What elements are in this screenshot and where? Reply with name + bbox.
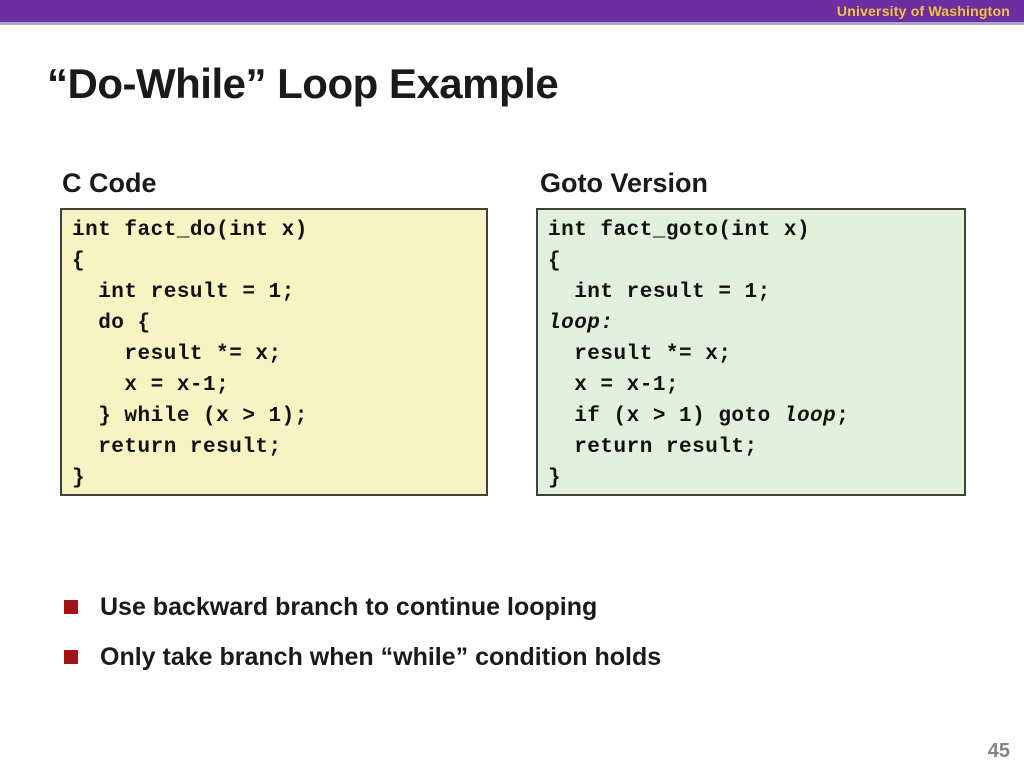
page-title: “Do-While” Loop Example	[47, 60, 559, 107]
bullet-square-icon	[64, 600, 78, 614]
bullet-item: Use backward branch to continue looping	[64, 591, 964, 625]
bullet-square-icon	[64, 650, 78, 664]
c-code-box: int fact_do(int x) { int result = 1; do …	[60, 208, 488, 496]
header-bar: University of Washington	[0, 0, 1024, 25]
bullet-item: Only take branch when “while” condition …	[64, 641, 964, 675]
goto-code-box: int fact_goto(int x) { int result = 1; l…	[536, 208, 966, 496]
page-number: 45	[987, 740, 1010, 762]
bullet-text: Use backward branch to continue looping	[100, 593, 598, 621]
c-code-label: C Code	[62, 168, 157, 198]
institution-name: University of Washington	[836, 3, 1010, 19]
goto-code-text: int fact_goto(int x) { int result = 1; l…	[548, 219, 850, 490]
bullet-text: Only take branch when “while” condition …	[100, 643, 662, 671]
c-code-text: int fact_do(int x) { int result = 1; do …	[72, 219, 308, 490]
goto-version-label: Goto Version	[540, 168, 709, 198]
